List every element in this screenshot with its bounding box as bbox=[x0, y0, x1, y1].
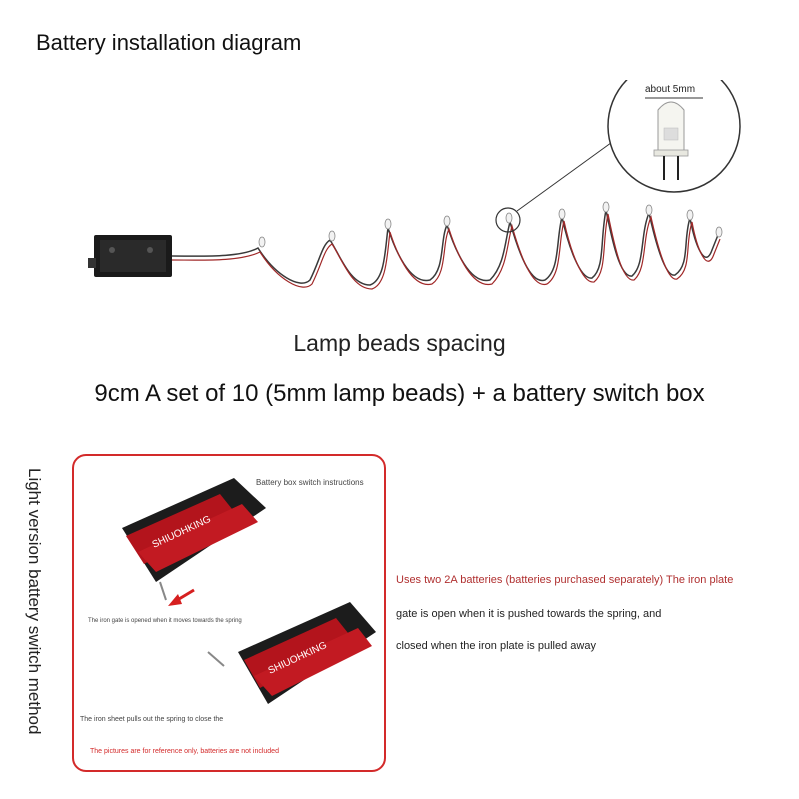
side-label: Light version battery switch method bbox=[25, 468, 44, 735]
led-bead bbox=[558, 208, 566, 220]
battery-box-closed: SHIUOHKING bbox=[207, 602, 376, 704]
wire-red bbox=[171, 213, 721, 290]
switch-title: Battery box switch instructions bbox=[256, 478, 364, 487]
instruction-line-1: Uses two 2A batteries (batteries purchas… bbox=[396, 574, 734, 586]
led-bead bbox=[258, 236, 266, 248]
set-description: 9cm A set of 10 (5mm lamp beads) + a bat… bbox=[94, 380, 705, 407]
led-bead bbox=[602, 201, 610, 213]
battery-photos: SHIUOHKING SHIUOHKING bbox=[122, 478, 376, 704]
callout-line bbox=[516, 139, 616, 212]
red-arrow-icon bbox=[168, 588, 195, 606]
led-string-illustration bbox=[88, 80, 741, 290]
instruction-line-2: gate is open when it is pushed towards t… bbox=[396, 608, 662, 620]
battery-box bbox=[88, 235, 172, 277]
led-bead bbox=[686, 209, 694, 221]
about-size-label: about 5mm bbox=[645, 84, 696, 95]
footnote: The pictures are for reference only, bat… bbox=[90, 748, 279, 755]
led-bead bbox=[384, 218, 392, 230]
side-label-container: Light version battery switch method bbox=[24, 468, 46, 768]
led-bead bbox=[328, 230, 336, 242]
led-bead bbox=[715, 226, 723, 238]
led-bead bbox=[505, 212, 513, 224]
page-title: Battery installation diagram bbox=[36, 30, 302, 55]
led-bead bbox=[645, 204, 653, 216]
led-closeup bbox=[653, 101, 689, 180]
close-caption: The iron sheet pulls out the spring to c… bbox=[80, 716, 224, 723]
callout-small-circle bbox=[495, 207, 521, 233]
led-bead bbox=[443, 215, 451, 227]
battery-switch-panel: SHIUOHKING SHIUOHKING Battery box switch… bbox=[72, 454, 386, 772]
battery-box-open: SHIUOHKING bbox=[122, 478, 266, 601]
spacing-label: Lamp beads spacing bbox=[293, 330, 506, 356]
instruction-line-3: closed when the iron plate is pulled awa… bbox=[396, 640, 596, 652]
open-caption: The iron gate is opened when it moves to… bbox=[88, 618, 242, 624]
